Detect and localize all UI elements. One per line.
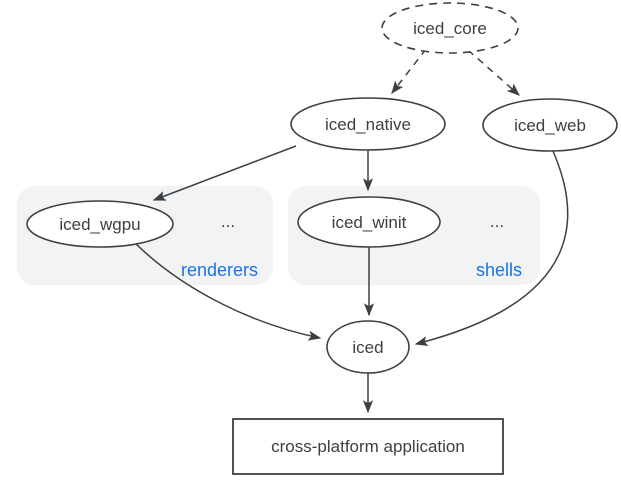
node-iced: iced	[326, 320, 410, 374]
node-iced_wgpu-label: iced_wgpu	[59, 215, 140, 234]
node-iced_web-shape	[482, 98, 618, 152]
node-cross-platform-application-label: cross-platform application	[271, 437, 465, 456]
group-renderers-ellipsis: ...	[221, 212, 235, 231]
node-iced_core: iced_core	[381, 2, 519, 54]
node-iced_winit-label: iced_winit	[332, 213, 407, 232]
node-iced_wgpu-shape	[26, 200, 174, 248]
node-cross-platform-application-shape	[232, 418, 504, 475]
node-iced_native-shape	[290, 97, 446, 151]
node-iced_winit-shape	[297, 196, 441, 248]
node-iced_winit: iced_winit	[297, 196, 441, 248]
node-iced_core-shape	[381, 2, 519, 54]
group-renderers-label: renderers	[181, 260, 258, 280]
group-shells-label: shells	[476, 260, 522, 280]
node-iced_web: iced_web	[482, 98, 618, 152]
node-iced_native: iced_native	[290, 97, 446, 151]
edge-iced_core-to-iced_native	[391, 48, 427, 95]
group-shells-ellipsis: ...	[490, 212, 504, 231]
node-iced-shape	[326, 320, 410, 374]
node-cross-platform-application: cross-platform application	[232, 418, 504, 475]
node-iced_wgpu: iced_wgpu	[26, 200, 174, 248]
node-iced_native-label: iced_native	[325, 115, 411, 134]
edge-iced_native-to-iced_wgpu	[152, 145, 297, 201]
edge-iced_wgpu-to-iced	[134, 242, 322, 341]
node-iced-label: iced	[352, 338, 383, 357]
node-iced_core-label: iced_core	[413, 19, 487, 38]
edge-iced_web-to-iced	[414, 150, 569, 347]
node-iced_web-label: iced_web	[514, 116, 586, 135]
edge-iced_core-to-iced_web	[467, 49, 520, 96]
